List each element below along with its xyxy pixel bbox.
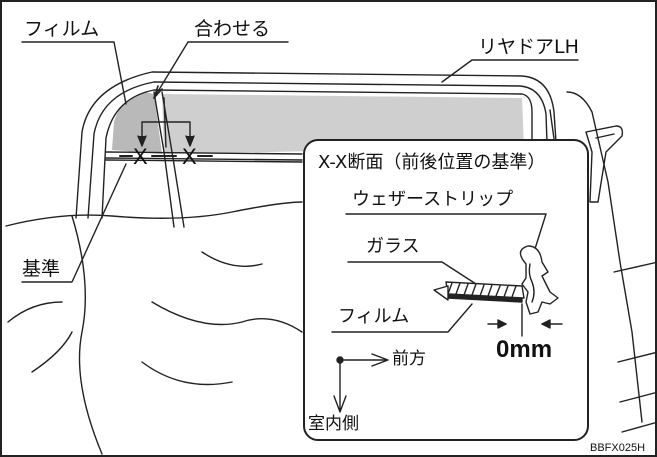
film-wedge — [433, 285, 449, 301]
door-frame-outer — [75, 71, 559, 219]
cover-fold-2 — [201, 251, 263, 267]
body-pillar — [566, 91, 643, 423]
section-arrowhead-left — [137, 135, 147, 147]
handle-inner — [595, 133, 615, 139]
leader-align-arrow — [153, 85, 163, 99]
cover-fold-4 — [141, 361, 233, 386]
leader-rear-door — [441, 59, 579, 83]
leader-align — [153, 41, 289, 99]
leader-film-detail — [331, 303, 473, 333]
label-reference: 基準 — [22, 258, 61, 280]
leader-weatherstrip — [345, 213, 547, 253]
handle — [585, 125, 624, 203]
label-film-detail: フィルム — [338, 306, 410, 327]
door-frame-mid — [87, 81, 549, 219]
leader-reference — [21, 163, 127, 283]
cover-fold-3 — [31, 331, 73, 373]
label-glass: ガラス — [366, 236, 420, 257]
cover-cloth-drape — [71, 215, 103, 455]
label-film-top: フィルム — [24, 18, 100, 40]
figure-code: BBFX025H — [590, 442, 646, 454]
label-align: 合わせる — [194, 18, 271, 40]
leader-glass — [347, 261, 477, 285]
belt-line-2 — [105, 159, 303, 163]
cover-fold-1 — [151, 301, 303, 333]
film-shade — [112, 92, 162, 154]
section-arrowhead-right — [185, 135, 195, 147]
belt-line — [105, 151, 303, 161]
forward-arrow — [339, 353, 389, 367]
inside-arrow — [333, 359, 347, 413]
cover-cloth — [5, 201, 303, 227]
label-weatherstrip: ウェザーストリップ — [352, 189, 514, 210]
dim-arrow-left — [497, 319, 507, 329]
weatherstrip-inner — [528, 263, 535, 303]
gap-value: 0mm — [496, 336, 553, 363]
door-frame-inner — [101, 89, 533, 219]
section-title: X-X断面（前後位置の基準） — [318, 152, 546, 173]
dim-arrow-right — [541, 319, 551, 329]
label-inside: 室内側 — [308, 414, 359, 434]
sash-front — [153, 91, 175, 228]
label-forward: 前方 — [392, 349, 426, 369]
section-mark-left: X — [133, 144, 148, 169]
label-rear-door: リヤドアLH — [478, 36, 579, 58]
cover-fold-5 — [7, 301, 63, 323]
body-lines — [613, 261, 655, 433]
section-mark-right: X — [182, 144, 197, 169]
sash-rear — [161, 91, 185, 228]
weatherstrip — [519, 245, 559, 315]
leader-film-top — [21, 41, 127, 105]
